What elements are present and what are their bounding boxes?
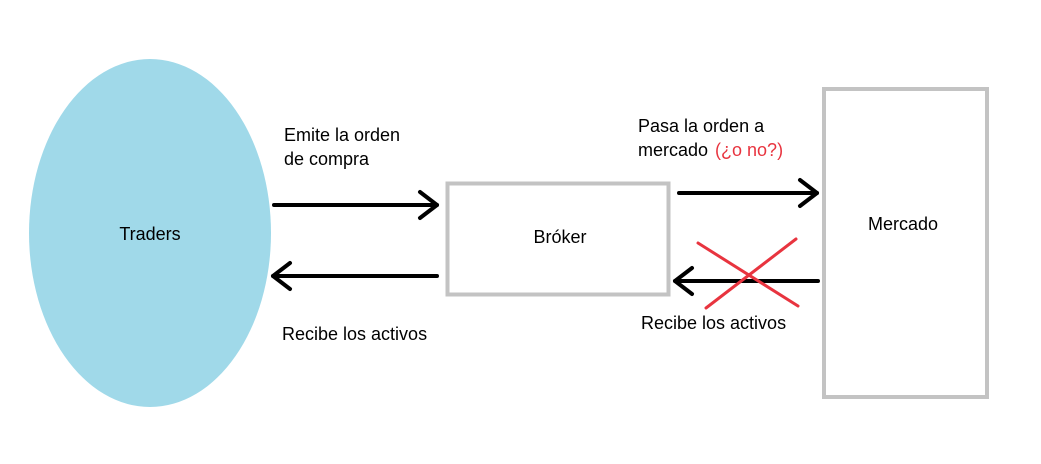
pasa-label-line1: Pasa la orden a [638, 116, 765, 136]
pasa-label-mercado: mercado [638, 140, 708, 160]
recibe-left-arrow [271, 261, 439, 291]
pasa-label-question: (¿o no?) [715, 140, 783, 160]
broker-node [445, 181, 671, 297]
emite-arrow [272, 190, 439, 220]
emite-label-line2: de compra [284, 149, 370, 169]
traders-label: Traders [119, 224, 180, 244]
mercado-node [822, 87, 989, 399]
pasa-arrow [677, 178, 819, 208]
pasa-label-line2: mercado (¿o no?) [638, 140, 783, 160]
emite-label-line1: Emite la orden [284, 125, 400, 145]
traders-node [29, 59, 271, 407]
broker-label: Bróker [533, 227, 586, 247]
mercado-label: Mercado [868, 214, 938, 234]
recibe-right-arrow [673, 266, 820, 296]
recibe-left-label: Recibe los activos [282, 324, 427, 344]
recibe-right-label: Recibe los activos [641, 313, 786, 333]
cross-mark-icon [696, 237, 800, 310]
